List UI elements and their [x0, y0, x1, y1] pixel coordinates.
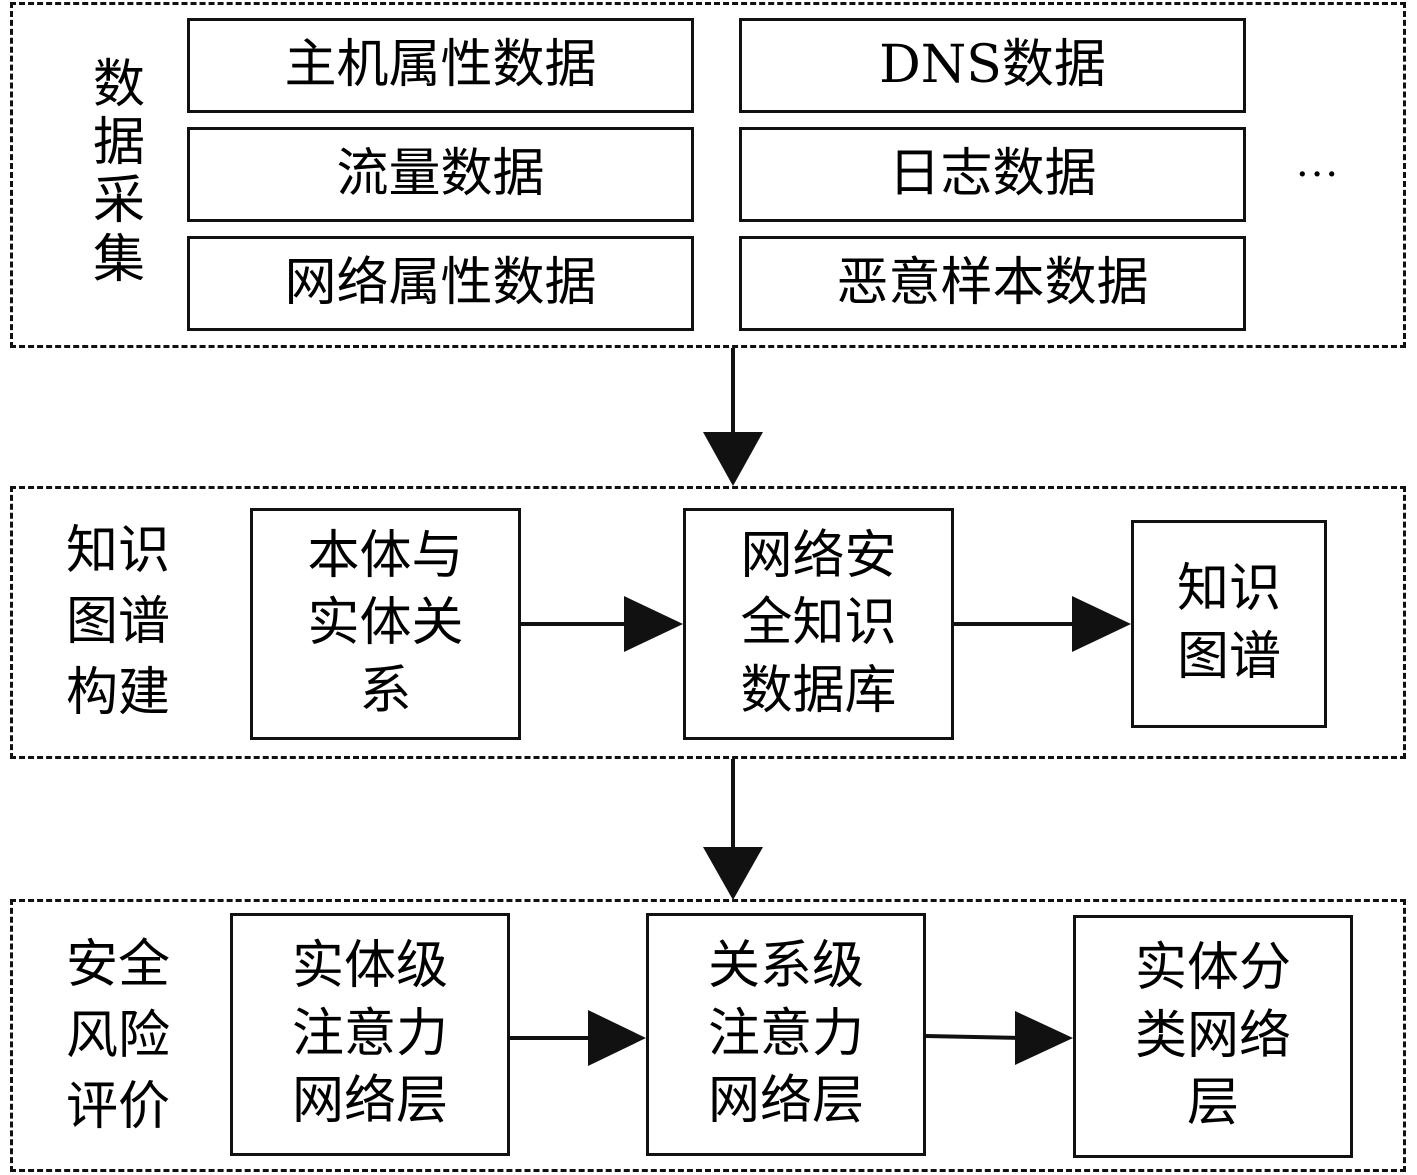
entity-attention-layer-box: 实体级 注意力 网络层 — [230, 913, 510, 1156]
security-knowledge-database-box: 网络安 全知识 数据库 — [683, 508, 954, 740]
traffic-data-box: 流量数据 — [187, 127, 694, 222]
kg-construction-label: 知识 图谱 构建 — [66, 521, 171, 724]
relation-attention-layer-box: 关系级 注意力 网络层 — [646, 913, 926, 1156]
arrow-kg-to-risk — [703, 759, 763, 900]
risk-evaluation-section — [10, 899, 1406, 1172]
data-collection-label: 数 据 采 集 — [92, 55, 145, 290]
malware-sample-data-box: 恶意样本数据 — [739, 236, 1246, 331]
host-attribute-data-box: 主机属性数据 — [187, 18, 694, 113]
risk-evaluation-label: 安全 风险 评价 — [66, 935, 171, 1138]
dns-data-box: DNS数据 — [739, 18, 1246, 113]
log-data-box: 日志数据 — [739, 127, 1246, 222]
arrow-collection-to-kg — [703, 348, 763, 486]
kg-construction-section — [10, 486, 1406, 759]
knowledge-graph-box: 知识 图谱 — [1131, 520, 1327, 728]
network-attribute-data-box: 网络属性数据 — [187, 236, 694, 331]
more-data-ellipsis: ··· — [1296, 152, 1341, 198]
data-collection-section — [10, 2, 1406, 348]
ontology-entity-relation-box: 本体与 实体关 系 — [250, 508, 521, 740]
entity-classification-layer-box: 实体分 类网络 层 — [1073, 915, 1353, 1158]
